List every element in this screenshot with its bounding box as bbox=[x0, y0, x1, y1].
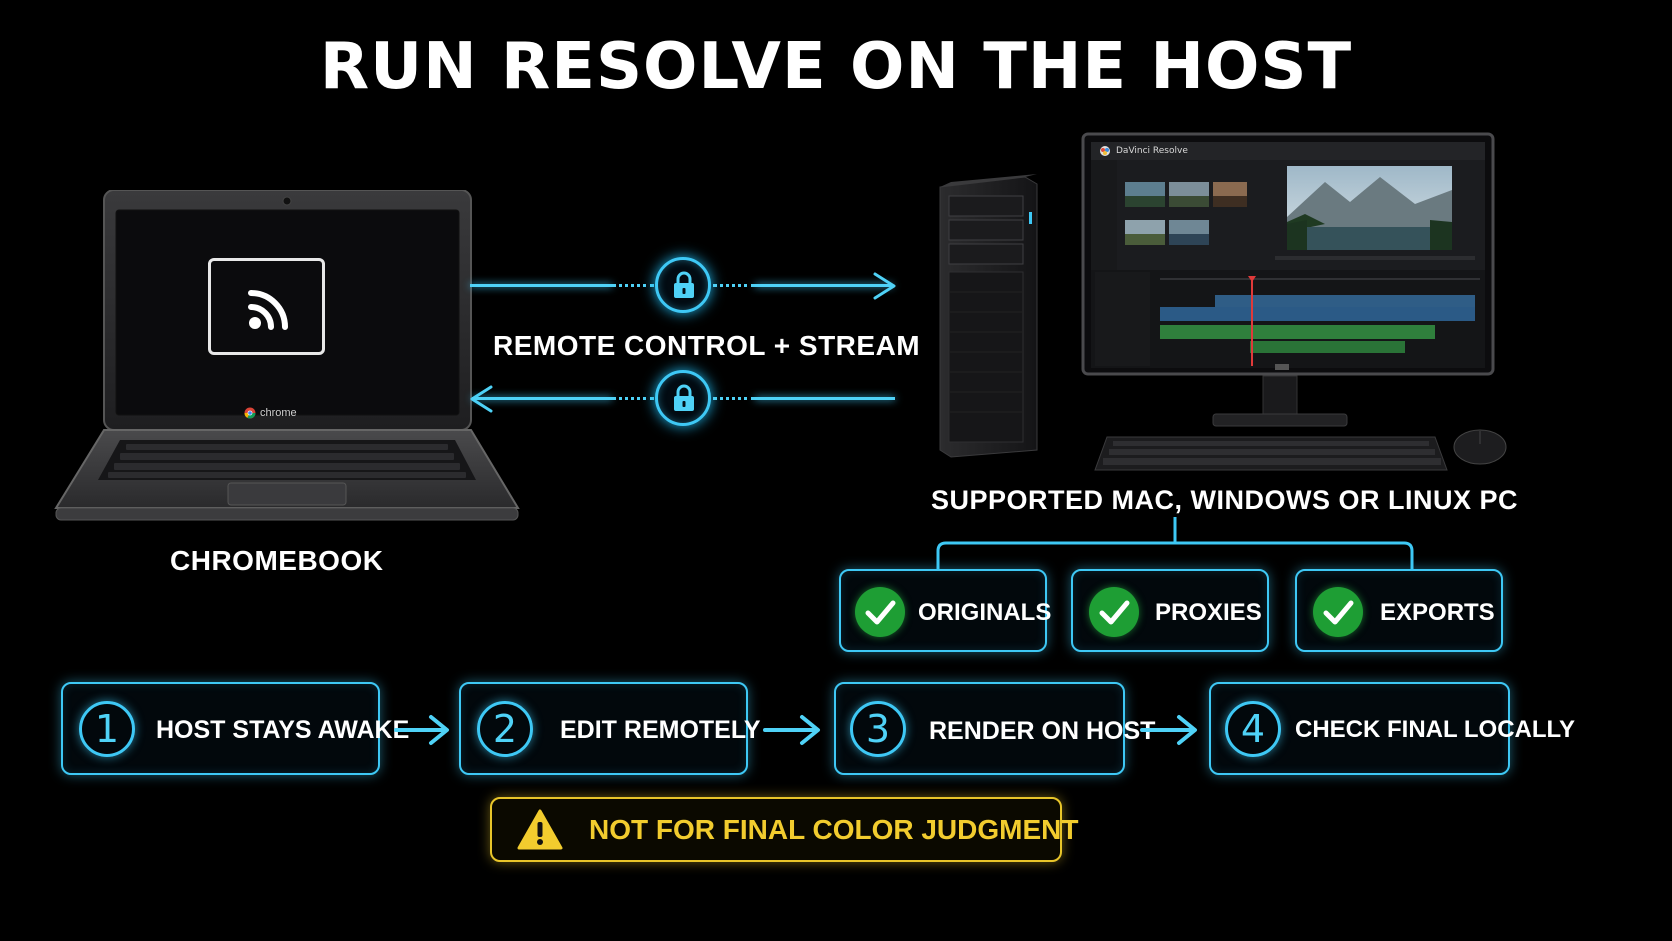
lock-icon bbox=[674, 271, 694, 298]
step-arrow-2 bbox=[763, 715, 820, 745]
arrow-left-dots-left bbox=[612, 397, 654, 400]
warning-banner: NOT FOR FINAL COLOR JUDGMENT bbox=[490, 797, 1078, 862]
storage-chip-proxies: PROXIES bbox=[1071, 569, 1269, 652]
check-icon bbox=[855, 587, 905, 637]
warning-label: NOT FOR FINAL COLOR JUDGMENT bbox=[589, 814, 1079, 845]
chromebook-label: CHROMEBOOK bbox=[170, 545, 384, 576]
cast-icon bbox=[248, 290, 288, 330]
warning-icon bbox=[517, 809, 563, 850]
check-icon bbox=[1313, 587, 1363, 637]
chromebook-illustration bbox=[54, 190, 520, 521]
storage-label: EXPORTS bbox=[1380, 599, 1495, 626]
step-number: 1 bbox=[79, 701, 135, 757]
step-4: 4 CHECK FINAL LOCALLY bbox=[1209, 682, 1575, 775]
step-label: EDIT REMOTELY bbox=[560, 716, 761, 744]
arrow-left-line-right bbox=[755, 397, 895, 400]
storage-chip-originals: ORIGINALS bbox=[839, 569, 1051, 652]
cast-box bbox=[208, 258, 325, 355]
step-label: HOST STAYS AWAKE bbox=[156, 716, 410, 744]
step-1: 1 HOST STAYS AWAKE bbox=[61, 682, 409, 775]
storage-chip-exports: EXPORTS bbox=[1295, 569, 1503, 652]
step-label: RENDER ON HOST bbox=[929, 717, 1156, 745]
chrome-logo: chrome bbox=[244, 407, 297, 419]
lock-badge-bottom bbox=[655, 370, 711, 426]
connection-label: REMOTE CONTROL + STREAM bbox=[493, 330, 921, 361]
step-arrow-3 bbox=[1140, 715, 1197, 745]
chrome-brand-text: chrome bbox=[260, 407, 297, 419]
arrow-right-line-left bbox=[470, 284, 612, 287]
host-label: SUPPORTED MAC, WINDOWS OR LINUX PC bbox=[931, 485, 1519, 515]
arrow-right-line-right bbox=[755, 284, 893, 287]
step-number: 2 bbox=[477, 701, 533, 757]
arrow-right-head bbox=[873, 272, 896, 300]
step-number: 4 bbox=[1225, 701, 1281, 757]
step-label: CHECK FINAL LOCALLY bbox=[1295, 716, 1576, 743]
arrow-left-line-left bbox=[472, 397, 612, 400]
lock-badge-top bbox=[655, 257, 711, 313]
step-arrow-1 bbox=[394, 715, 449, 745]
arrow-right-dots-left bbox=[612, 284, 654, 287]
arrow-left-dots-right bbox=[713, 397, 755, 400]
davinci-app-title: DaVinci Resolve bbox=[1116, 146, 1188, 156]
step-2: 2 EDIT REMOTELY bbox=[459, 682, 761, 775]
storage-label: ORIGINALS bbox=[918, 599, 1052, 626]
host-pc-illustration bbox=[939, 132, 1507, 471]
page-title: RUN RESOLVE ON THE HOST bbox=[319, 30, 1353, 104]
check-icon bbox=[1089, 587, 1139, 637]
arrow-right-dots-right bbox=[713, 284, 755, 287]
storage-label: PROXIES bbox=[1155, 599, 1262, 626]
lock-icon bbox=[674, 384, 694, 411]
step-3: 3 RENDER ON HOST bbox=[834, 682, 1155, 775]
chrome-icon bbox=[244, 407, 256, 419]
step-number: 3 bbox=[850, 701, 906, 757]
storage-tree-connector bbox=[936, 517, 1414, 571]
